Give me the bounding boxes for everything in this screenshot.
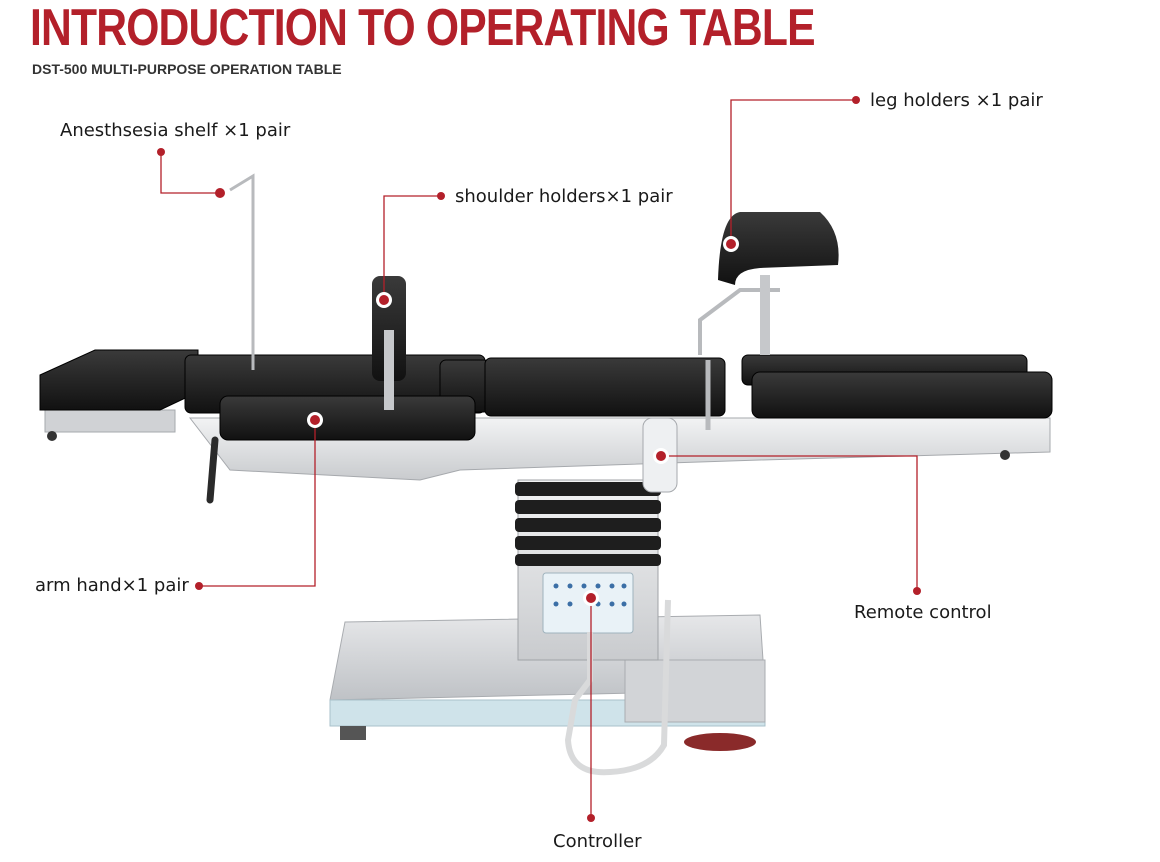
callout-target-dots bbox=[215, 188, 739, 606]
callout-leg-holders: leg holders ×1 pair bbox=[870, 90, 1043, 111]
callout-remote-control: Remote control bbox=[854, 602, 992, 623]
callout-anesthesia-shelf: Anesthsesia shelf ×1 pair bbox=[60, 120, 291, 141]
callout-controller: Controller bbox=[553, 831, 642, 852]
table-column bbox=[515, 479, 671, 776]
callout-shoulder-holders: shoulder holders×1 pair bbox=[455, 186, 673, 207]
page-subtitle: DST-500 MULTI-PURPOSE OPERATION TABLE bbox=[32, 61, 342, 77]
callout-arm-hand: arm hand×1 pair bbox=[35, 575, 189, 596]
callout-dots bbox=[157, 96, 921, 822]
callout-lines bbox=[160, 99, 918, 818]
table-pads bbox=[39, 349, 1053, 441]
page-title: INTRODUCTION TO OPERATING TABLE bbox=[30, 0, 816, 57]
leg-holder bbox=[698, 212, 839, 430]
table-frame bbox=[44, 409, 1051, 481]
